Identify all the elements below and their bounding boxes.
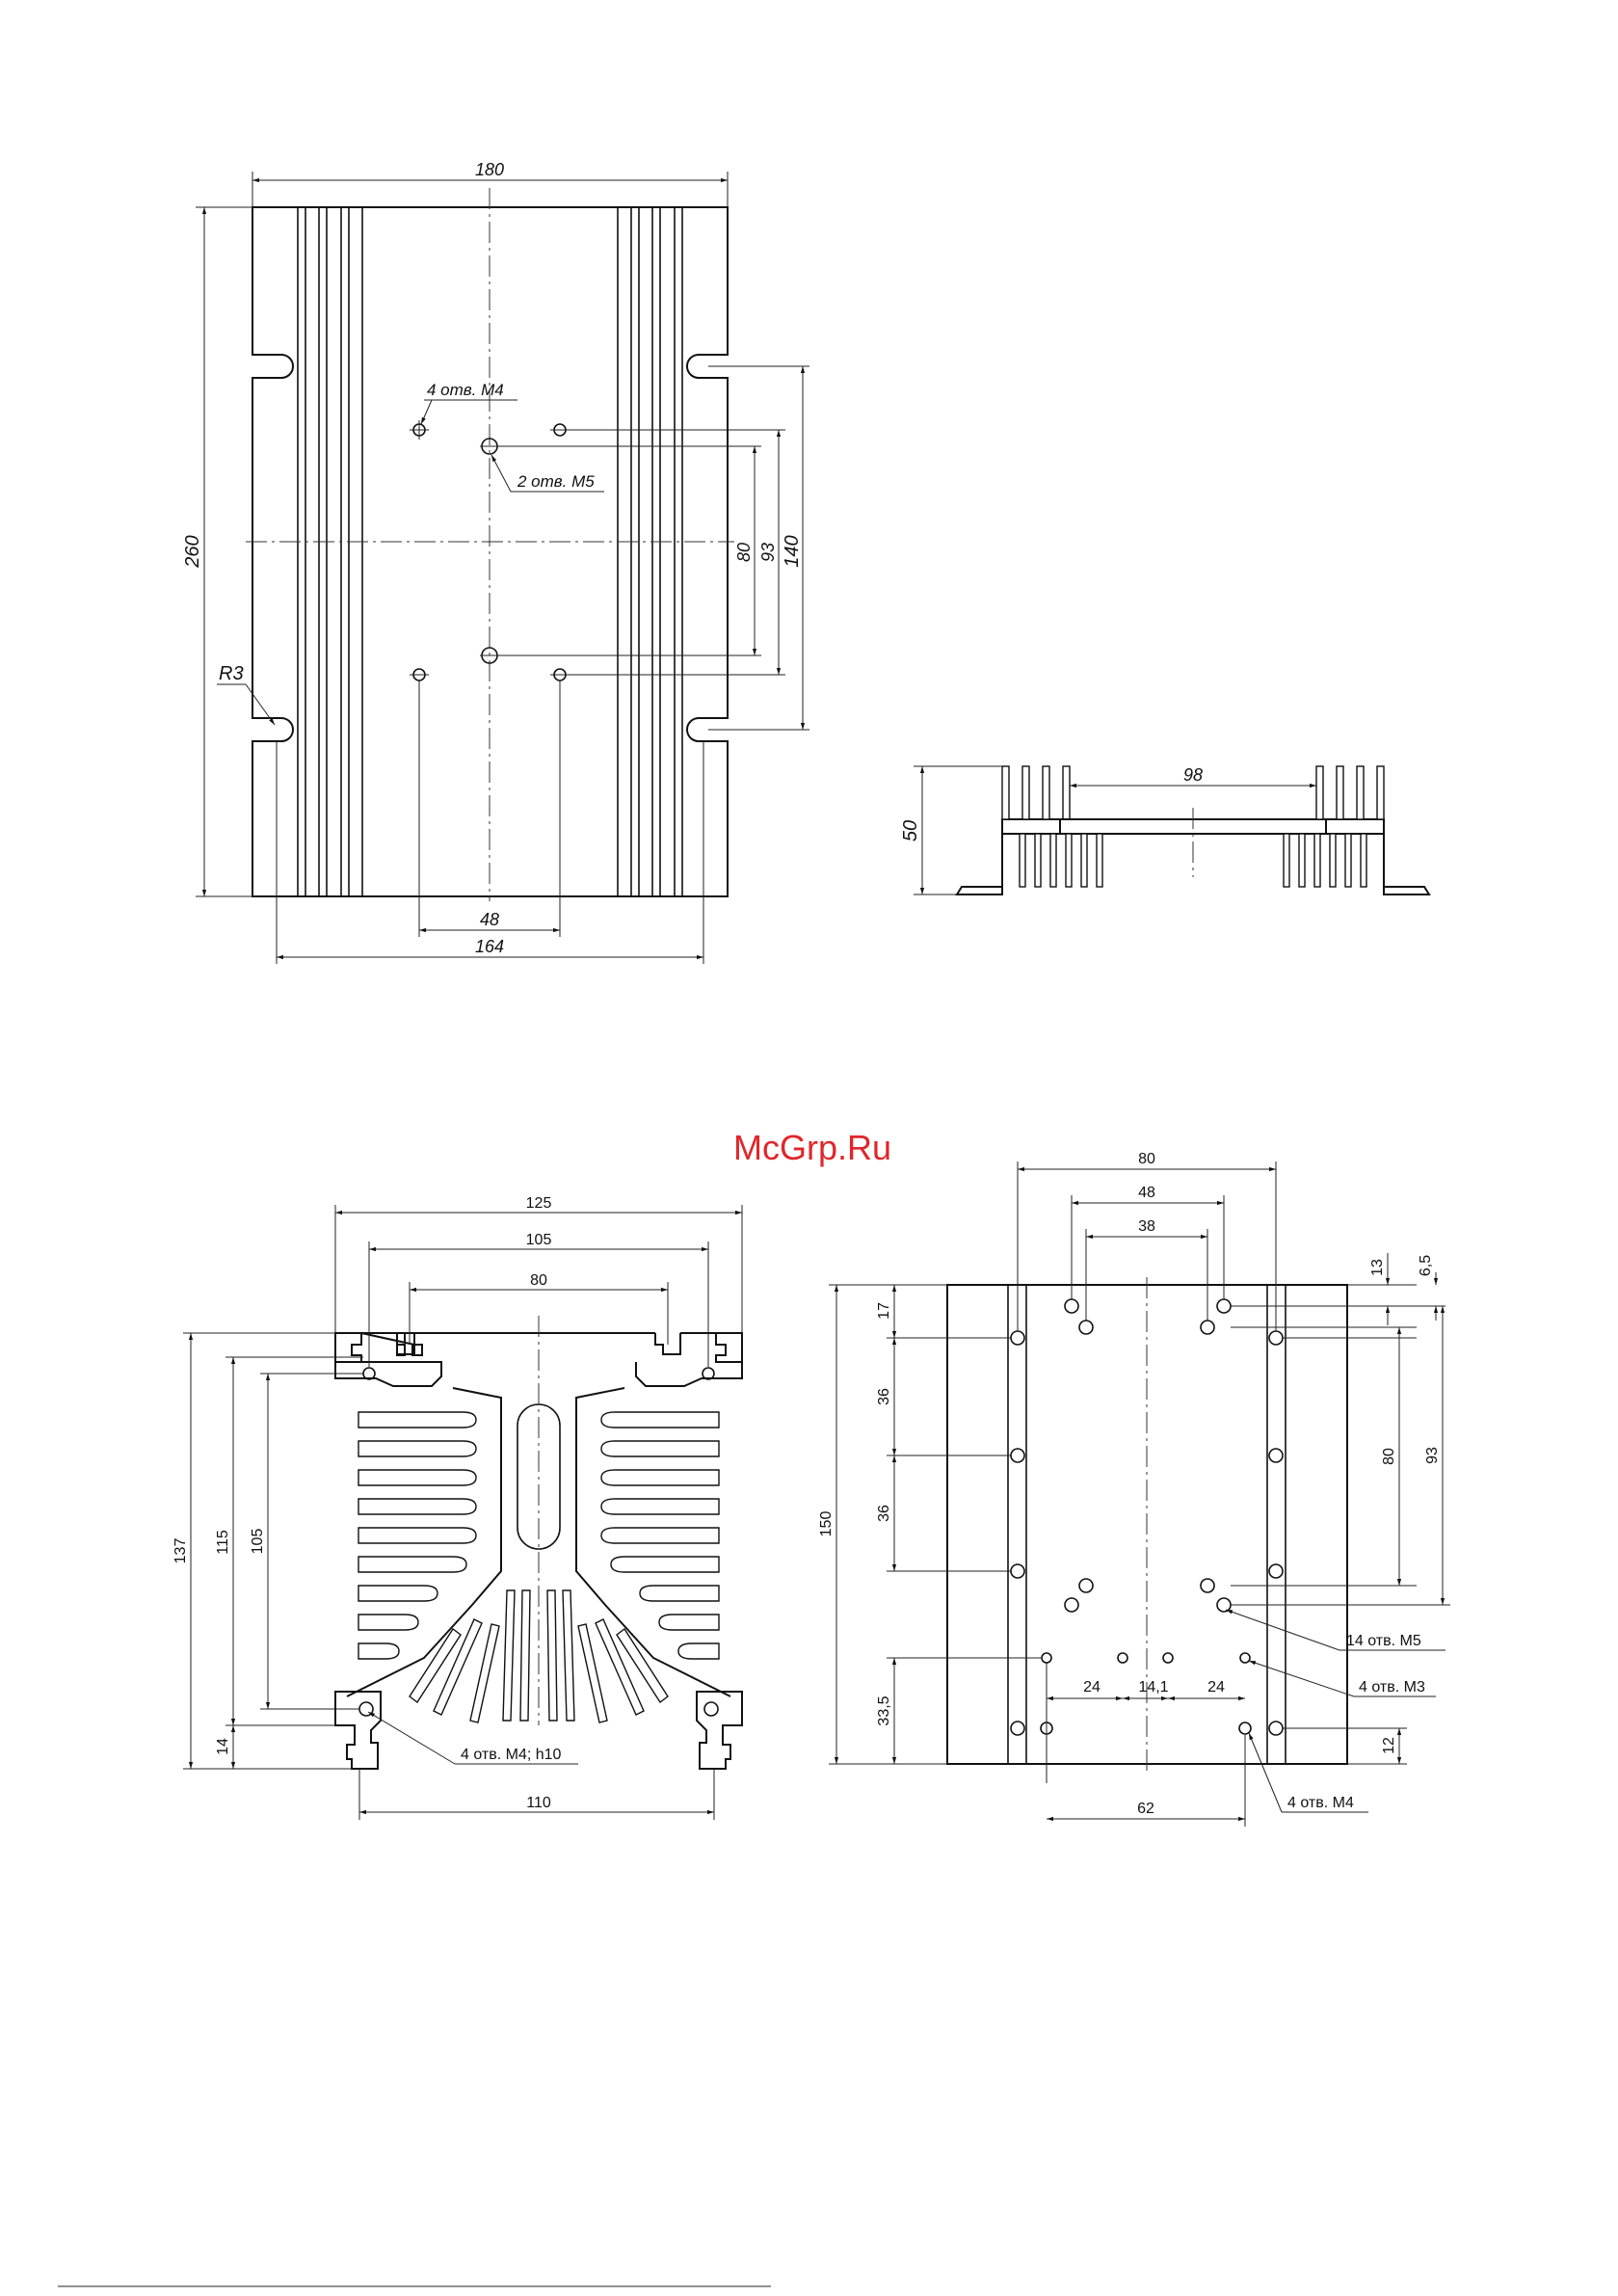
dim-80-right-label: 80 <box>1381 1448 1397 1465</box>
dim-24-b-label: 24 <box>1207 1679 1225 1695</box>
cross-section-left-foot <box>335 1692 381 1769</box>
dim-50-label: 50 <box>900 820 921 841</box>
dim-98-label: 98 <box>1183 765 1203 785</box>
dim-48-label: 48 <box>1138 1185 1155 1201</box>
dim-80-top-label: 80 <box>1138 1151 1155 1167</box>
cross-section-right-foot <box>697 1692 742 1769</box>
cross-section-left-fins <box>347 1388 530 1722</box>
dim-33-5-label: 33,5 <box>876 1695 892 1725</box>
radius-r3-label: R3 <box>219 663 244 684</box>
note-4-holes-m4-h10: 4 отв. М4; h10 <box>461 1747 562 1763</box>
note-2-holes-m5: 2 отв. М5 <box>517 472 595 491</box>
dim-150-label: 150 <box>818 1511 835 1537</box>
dim-137-label: 137 <box>172 1538 189 1564</box>
fin-lines-right <box>618 207 682 896</box>
dim-125-label: 125 <box>526 1195 552 1212</box>
dim-62-label: 62 <box>1137 1801 1154 1817</box>
dim-36-b-label: 36 <box>876 1505 892 1522</box>
dim-12-label: 12 <box>1381 1737 1397 1754</box>
dim-80-label: 80 <box>530 1272 547 1289</box>
dim-93-right-label: 93 <box>1424 1447 1441 1464</box>
dim-24-a-label: 24 <box>1083 1679 1101 1695</box>
cross-section-right-fins <box>547 1388 730 1722</box>
dim-164-label: 164 <box>475 937 504 956</box>
dim-115-label: 115 <box>215 1530 231 1555</box>
dim-17-label: 17 <box>876 1302 892 1320</box>
dim-14-1-label: 14,1 <box>1138 1679 1168 1695</box>
dim-13-label: 13 <box>1369 1259 1386 1276</box>
watermark-text: McGrp.Ru <box>733 1128 891 1167</box>
dim-38-label: 38 <box>1138 1218 1155 1235</box>
dim-36-a-label: 36 <box>876 1388 892 1405</box>
dim-93-label: 93 <box>758 543 778 562</box>
dim-105-side-label: 105 <box>250 1529 266 1555</box>
dim-140-label: 140 <box>782 535 803 567</box>
dim-80-label: 80 <box>734 543 754 562</box>
fin-lines-left <box>298 207 362 896</box>
note-14-holes-m5: 14 отв. М5 <box>1346 1633 1421 1649</box>
dim-110-label: 110 <box>526 1795 551 1811</box>
dim-6-5-label: 6,5 <box>1418 1255 1434 1276</box>
drawing-heatsink-top-view: 180 260 140 93 80 48 164 R3 4 отв <box>182 160 809 964</box>
drawing-base-hole-layout: 80 48 38 150 17 36 36 33,5 13 6,5 <box>818 1151 1450 1827</box>
drawing-heatsink-side-profile: 98 50 <box>900 765 1429 894</box>
note-4-holes-m4: 4 отв. М4 <box>427 381 504 399</box>
dim-260-label: 260 <box>182 535 203 568</box>
dim-105-top-label: 105 <box>526 1232 552 1248</box>
dim-180-label: 180 <box>475 160 504 179</box>
note-4-holes-m4-base: 4 отв. М4 <box>1287 1795 1354 1811</box>
dim-48-label: 48 <box>480 910 499 929</box>
dim-14-label: 14 <box>215 1738 231 1755</box>
drawing-heatsink-cross-section: 125 105 80 137 115 105 14 110 4 отв. М4;… <box>172 1195 742 1820</box>
note-4-holes-m3: 4 отв. М3 <box>1359 1679 1425 1695</box>
side-profile-outline <box>957 819 1060 894</box>
